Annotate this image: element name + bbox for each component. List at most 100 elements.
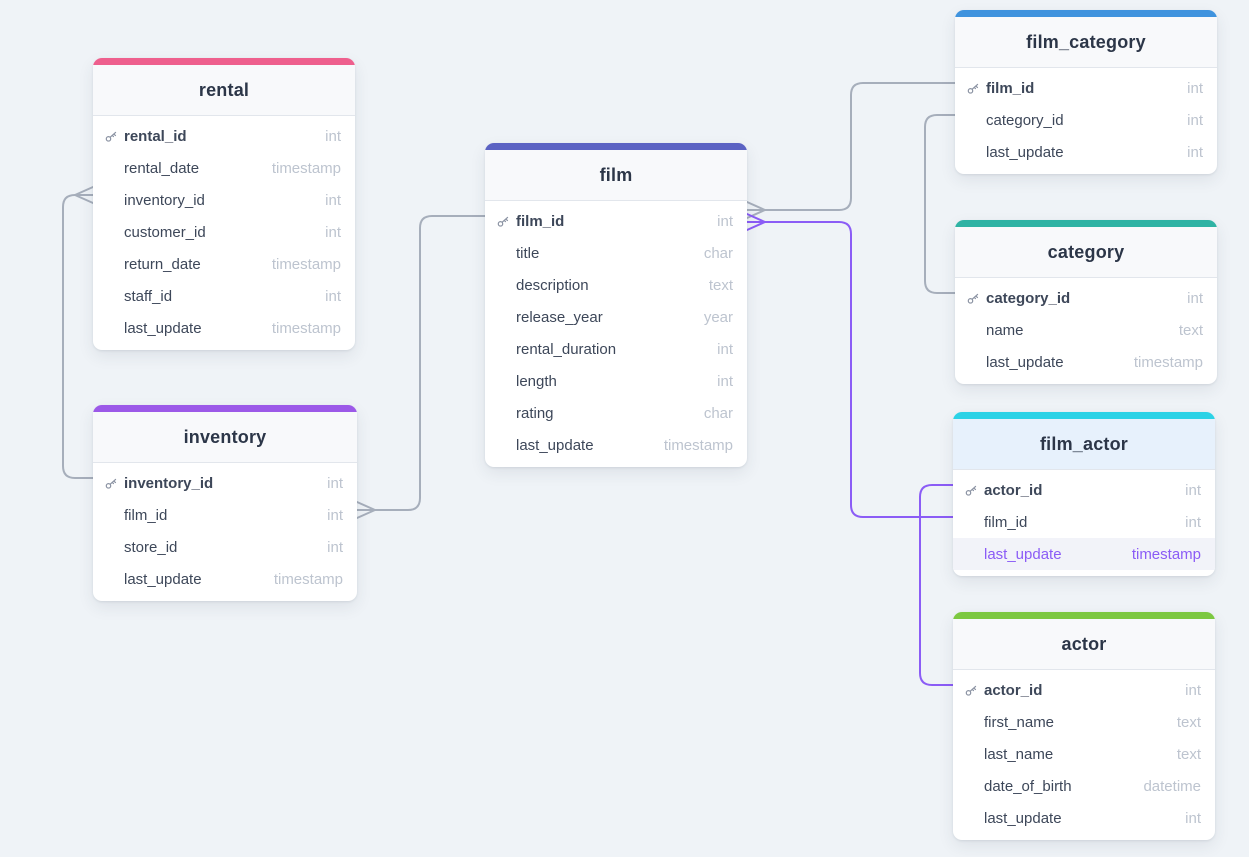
field-type: int bbox=[717, 372, 733, 390]
table-header-inventory[interactable]: inventory bbox=[93, 412, 357, 463]
primary-key-icon bbox=[105, 130, 124, 143]
table-header-film[interactable]: film bbox=[485, 150, 747, 201]
field-row-rental-return_date[interactable]: return_date timestamp bbox=[93, 248, 355, 280]
field-name: last_update bbox=[984, 809, 1062, 827]
field-name: film_id bbox=[986, 79, 1035, 97]
field-type: char bbox=[703, 244, 733, 262]
field-type: int bbox=[325, 191, 341, 209]
field-row-rental-inventory_id[interactable]: inventory_id int bbox=[93, 184, 355, 216]
field-type: int bbox=[1187, 289, 1203, 307]
relationship-film_actor-actor[interactable] bbox=[919, 484, 954, 686]
table-title: film_category bbox=[1026, 31, 1146, 52]
table-header-film_category[interactable]: film_category bbox=[955, 17, 1217, 68]
relationship-inventory-film[interactable] bbox=[356, 215, 486, 511]
field-row-film-rating[interactable]: rating char bbox=[485, 397, 747, 429]
table-header-actor[interactable]: actor bbox=[953, 619, 1215, 670]
table-accent-bar bbox=[485, 143, 747, 150]
field-name: inventory_id bbox=[124, 191, 205, 209]
table-accent-bar bbox=[953, 412, 1215, 419]
crow-foot-rental-inventory bbox=[74, 186, 94, 204]
field-type: text bbox=[708, 276, 733, 294]
table-title: rental bbox=[198, 79, 250, 100]
field-type: int bbox=[327, 538, 343, 556]
table-header-category[interactable]: category bbox=[955, 227, 1217, 278]
field-name: last_update bbox=[984, 545, 1062, 563]
table-accent-bar bbox=[953, 612, 1215, 619]
field-type: char bbox=[703, 404, 733, 422]
relationship-film-film_category[interactable] bbox=[746, 82, 956, 211]
field-name: actor_id bbox=[984, 481, 1043, 499]
field-type: year bbox=[703, 308, 733, 326]
primary-key-icon bbox=[105, 477, 124, 490]
relationship-film_category-category[interactable] bbox=[924, 114, 956, 294]
primary-key-icon bbox=[965, 684, 984, 697]
field-type: text bbox=[1176, 713, 1201, 731]
crow-foot-film-film_actor bbox=[746, 213, 766, 231]
primary-key-icon bbox=[967, 292, 986, 305]
table-title: film bbox=[599, 164, 633, 185]
field-name: rating bbox=[516, 404, 554, 422]
field-name: return_date bbox=[124, 255, 201, 273]
field-row-rental-customer_id[interactable]: customer_id int bbox=[93, 216, 355, 248]
field-type: int bbox=[325, 223, 341, 241]
crow-foot-inventory-film bbox=[356, 501, 376, 519]
relationship-film-film_actor[interactable] bbox=[746, 221, 954, 518]
field-name: rental_id bbox=[124, 127, 187, 145]
field-type: text bbox=[1178, 321, 1203, 339]
table-accent-bar bbox=[955, 10, 1217, 17]
field-row-film_actor-last_update[interactable]: last_update timestamp bbox=[953, 538, 1215, 570]
field-type: int bbox=[327, 474, 343, 492]
field-type: int bbox=[1187, 79, 1203, 97]
table-header-film_actor[interactable]: film_actor bbox=[953, 419, 1215, 470]
field-row-film_category-film_id[interactable]: film_id int bbox=[955, 72, 1217, 104]
relationship-rental-inventory[interactable] bbox=[62, 194, 94, 479]
table-accent-bar bbox=[955, 220, 1217, 227]
table-header-rental[interactable]: rental bbox=[93, 65, 355, 116]
field-name: film_id bbox=[124, 506, 168, 524]
field-type: timestamp bbox=[271, 255, 341, 273]
field-type: int bbox=[1185, 809, 1201, 827]
field-row-actor-last_update[interactable]: last_update int bbox=[953, 802, 1215, 834]
field-type: timestamp bbox=[1131, 545, 1201, 563]
field-type: int bbox=[1187, 111, 1203, 129]
field-name: customer_id bbox=[124, 223, 206, 241]
field-name: actor_id bbox=[984, 681, 1043, 699]
field-name: rental_duration bbox=[516, 340, 617, 358]
crow-foot-film-film_category bbox=[746, 201, 766, 219]
primary-key-icon bbox=[967, 82, 986, 95]
